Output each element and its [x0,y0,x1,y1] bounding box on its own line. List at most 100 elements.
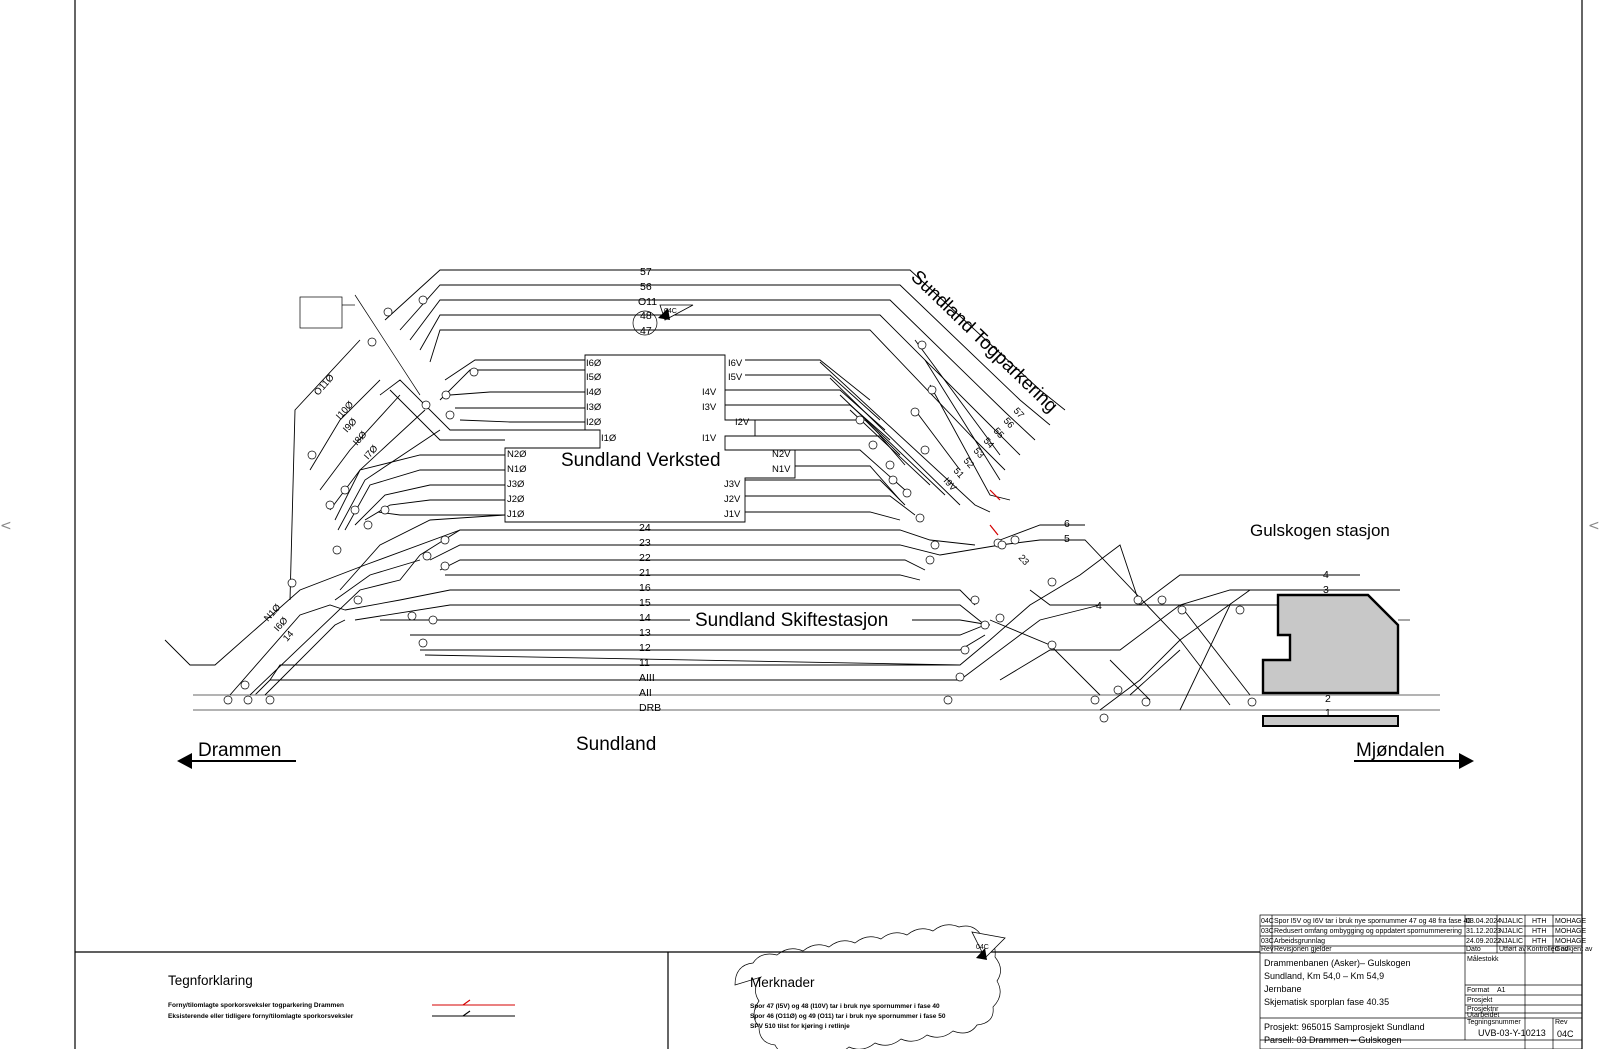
port-i4o: I4Ø [586,387,602,398]
side-label-1: Målestokk [1467,955,1499,963]
track-label-11: 11 [639,657,650,669]
verksted-ports-lower-left: N2Ø N1Ø J3Ø J2Ø J1Ø [507,449,527,520]
track-label-57: 57 [640,266,652,278]
track-label-g2: 2 [1325,693,1331,705]
upper-track-labels: 57 56 O11 48 47 [638,266,657,337]
title-project: Prosjekt: 965015 Samprosjekt Sundland [1264,1022,1425,1032]
rev-row-3-app: MOHAGE [1555,938,1586,945]
side-label-2: Format [1467,987,1489,994]
port-n1v: N1V [772,464,791,475]
park-label-57: 57 [1011,406,1026,421]
park-label-52: 52 [961,456,976,471]
port-i3v: I3V [702,402,717,413]
yard-track-labels: 24 23 22 21 16 15 14 13 12 11 AIII AII D… [639,522,661,714]
title-line-2: Sundland, Km 54,0 – Km 54,9 [1264,971,1384,981]
park-label-51: 51 [951,466,966,481]
track-label-48: 48 [640,310,652,322]
label-sundland-verksted: Sundland Verksted [561,450,721,471]
parking-labels: 57 56 55 54 53 52 51 I9V 23 [941,406,1031,568]
track-label-14: 14 [639,612,651,624]
revision-tag-upper: 04C [664,308,677,315]
page-edge-marker-left: < [0,518,12,534]
side-label-4: Prosjektnr [1467,1006,1499,1013]
port-j2o: J2Ø [507,494,525,505]
rev-box-value: 04C [1557,1029,1574,1039]
label-drammen: Drammen [198,740,281,761]
port-i5o: I5Ø [586,372,602,383]
port-j3o: J3Ø [507,479,525,490]
rev-row-1-by: NJALIC [1499,918,1523,925]
track-label-g5: 5 [1064,533,1070,545]
notes-title: Merknader [750,975,815,990]
track-label-23: 23 [639,537,651,549]
port-i6v: I6V [728,358,743,369]
port-j3v: J3V [724,479,741,490]
rev-row-1-date: 03.04.2024 [1466,918,1501,925]
arrow-right-icon [1459,753,1474,769]
rev-row-3-rev: 03C [1261,938,1274,945]
revision-triangle-notes [971,931,1006,959]
rev-row-2-date: 31.12.2023 [1466,928,1501,935]
rev-header-by: Utført av [1499,946,1526,953]
arrow-left-icon [177,753,192,769]
page-edge-marker-right: < [1588,518,1600,534]
revision-cloud-small [632,310,658,336]
park-label-53: 53 [971,446,986,461]
track-label-g4a: 4 [1096,600,1102,612]
track-label-g3: 3 [1323,584,1329,596]
label-backdrop [690,608,912,630]
track-label-14-diag: 14 [281,629,296,644]
gulskogen-platform-lower [1262,715,1399,727]
port-j2v: J2V [724,494,741,505]
title-line-4: Skjematisk sporplan fase 40.35 [1264,997,1389,1007]
gulskogen-tracks [959,524,1410,727]
track-label-o11o: O11Ø [312,372,337,398]
track-label-g1: 1 [1325,707,1331,719]
left-fan-tracks [289,339,600,601]
label-mjondalen: Mjøndalen [1356,740,1445,761]
track-label-24: 24 [639,522,651,534]
rev-row-3-text: Arbeidsgrunnlag [1274,938,1325,945]
track-label-47: 47 [640,325,652,337]
note-line-3: SPV 510 tilst for kjøring i retlinje [750,1023,850,1030]
legend-title: Tegnforklaring [168,973,253,988]
rev-header-chk: Kontrollert av [1527,946,1569,953]
track-label-g6: 6 [1064,518,1070,530]
track-label-g4b: 4 [1323,569,1329,581]
legend-row-existing: Eksisterende eller tidligere forny/tilom… [168,1013,354,1020]
arrow-drammen [177,753,296,769]
new-switch-marks [989,489,1001,536]
track-label-i7o: I7Ø [362,443,381,462]
label-sundland: Sundland [576,734,656,755]
rev-box-label: Rev [1555,1019,1568,1026]
left-fan-labels: O11Ø I10Ø I9Ø I8Ø I7Ø N1Ø I6Ø 14 [262,372,381,644]
rev-row-1-app: MOHAGE [1555,918,1586,925]
track-label-21: 21 [639,567,651,579]
track-label-aii: AII [639,687,652,699]
label-gulskogen-stasjon: Gulskogen stasjon [1250,521,1390,540]
rev-row-3-chk: HTH [1532,938,1546,945]
drawing-number: UVB-03-Y-10213 [1478,1028,1546,1038]
port-i2o: I2Ø [586,417,602,428]
gulskogen-track-labels: 6 5 4 4 3 2 1 [1064,518,1331,719]
track-label-56: 56 [640,281,652,293]
verksted-right-tracks [725,359,916,521]
port-i1v: I1V [702,433,717,444]
building-box [299,296,343,329]
park-label-56: 56 [1001,416,1016,431]
rev-header-app: Godkjent av [1555,946,1593,953]
track-label-16: 16 [639,582,651,594]
park-label-23: 23 [1016,553,1031,568]
label-sundland-skiftestasjon: Sundland Skiftestasjon [695,610,888,631]
verksted-ports-upper-left: I6Ø I5Ø I4Ø I3Ø I2Ø I1Ø [586,358,617,444]
port-i5v: I5V [728,372,743,383]
rev-row-2-app: MOHAGE [1555,928,1586,935]
side-label-3: Prosjekt [1467,997,1492,1004]
note-line-1: Spor 47 (I5V) og 48 (I10V) tar i bruk ny… [750,1003,940,1010]
port-n1o: N1Ø [507,464,527,475]
verksted-ports-lower-right: N2V N1V J3V J2V J1V [724,449,791,520]
title-text: Drammenbanen (Asker)– Gulskogen Sundland… [1264,955,1574,1045]
revision-tag-notes: 04C [976,944,989,951]
verksted-block [504,354,796,523]
